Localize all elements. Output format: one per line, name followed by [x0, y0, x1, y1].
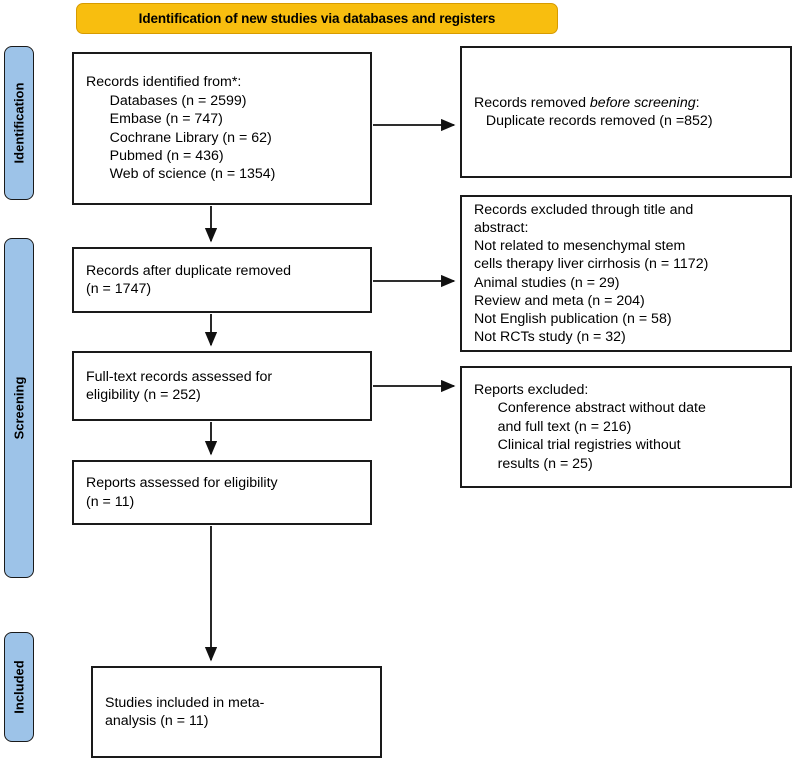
box-records-identified-text: Records identified from*: Databases (n =…	[86, 74, 276, 183]
box-records-removed-before-screening-text: Records removed before screening: Duplic…	[462, 94, 790, 131]
diagram-header-banner: Identification of new studies via databa…	[76, 3, 558, 34]
box-records-identified: Records identified from*: Databases (n =…	[72, 52, 372, 205]
box-records-removed-before-screening: Records removed before screening: Duplic…	[460, 46, 792, 178]
diagram-title: Identification of new studies via databa…	[138, 11, 496, 26]
phase-label-included-text: Included	[11, 660, 27, 714]
box-records-after-duplicates: Records after duplicate removed (n = 174…	[72, 247, 372, 313]
box-studies-included-meta-analysis: Studies included in meta- analysis (n = …	[91, 666, 382, 758]
box-records-after-duplicates-text: Records after duplicate removed (n = 174…	[86, 262, 292, 297]
box-records-excluded-title-abstract-text: Records excluded through title and abstr…	[474, 201, 709, 346]
removed-line2: Duplicate records removed (n =852)	[474, 113, 713, 129]
box-reports-assessed-for-eligibility: Reports assessed for eligibility (n = 11…	[72, 460, 372, 525]
removed-line1-pre: Records removed	[474, 94, 590, 111]
removed-line1-italic: before screening	[589, 94, 696, 111]
phase-label-screening-text: Screening	[11, 376, 27, 440]
phase-label-screening: Screening	[4, 238, 34, 578]
box-reports-assessed-for-eligibility-text: Reports assessed for eligibility (n = 11…	[86, 475, 278, 510]
box-fulltext-records-assessed: Full-text records assessed for eligibili…	[72, 351, 372, 421]
phase-label-identification-text: Identification	[11, 82, 27, 164]
box-reports-excluded-text: Reports excluded: Conference abstract wi…	[474, 381, 706, 472]
phase-label-included: Included	[4, 632, 34, 742]
phase-label-identification: Identification	[4, 46, 34, 200]
removed-line1-post: :	[695, 94, 700, 111]
box-fulltext-records-assessed-text: Full-text records assessed for eligibili…	[86, 368, 273, 403]
box-studies-included-meta-analysis-text: Studies included in meta- analysis (n = …	[105, 694, 265, 729]
box-reports-excluded: Reports excluded: Conference abstract wi…	[460, 366, 792, 488]
box-records-excluded-title-abstract: Records excluded through title and abstr…	[460, 195, 792, 352]
